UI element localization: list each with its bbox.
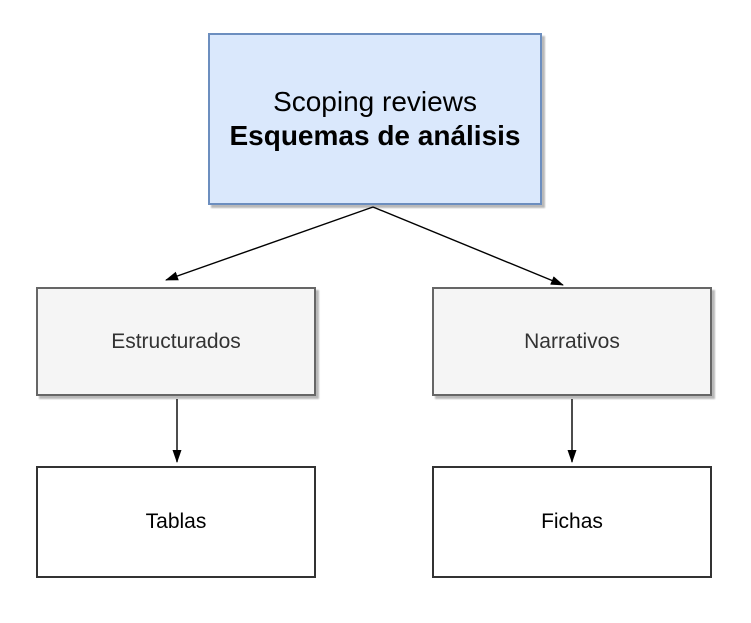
node-scoping-reviews: Scoping reviews Esquemas de análisis bbox=[208, 33, 542, 205]
edge-root-narrativos bbox=[372, 206, 564, 286]
node-fichas-label: Fichas bbox=[541, 510, 603, 533]
edge-root-estructurados bbox=[165, 206, 374, 281]
node-narrativos-label: Narrativos bbox=[524, 329, 620, 353]
node-fichas: Fichas bbox=[432, 466, 712, 578]
node-tablas: Tablas bbox=[36, 466, 316, 578]
root-title-line2: Esquemas de análisis bbox=[229, 120, 521, 151]
node-estructurados-label: Estructurados bbox=[111, 329, 241, 353]
node-estructurados: Estructurados bbox=[36, 287, 316, 396]
node-tablas-label: Tablas bbox=[145, 510, 207, 533]
node-narrativos: Narrativos bbox=[432, 287, 712, 396]
root-title-line1: Scoping reviews bbox=[273, 86, 477, 117]
